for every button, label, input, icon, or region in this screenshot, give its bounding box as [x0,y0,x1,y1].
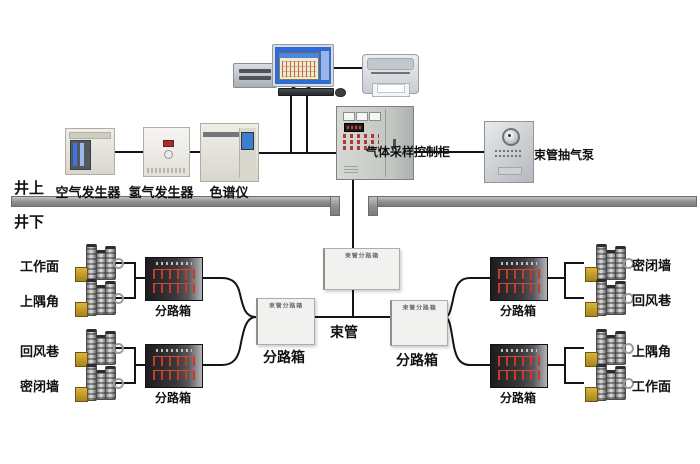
branch-box-left-top [145,257,203,301]
printer-slot [371,72,410,74]
display [343,112,355,121]
point-label-sealed-wall: 密闭墙 [20,380,60,395]
air-generator-device [65,128,115,175]
chart-window [279,53,319,80]
branch-box-right-top [490,257,548,301]
dial-center [508,134,511,137]
tube-label: 束管 [330,325,358,341]
point-label-sealed-wall: 密闭墙 [632,259,672,274]
sampling-cabinet-device [336,106,414,180]
door-split [385,109,386,177]
point-label-return-airway: 回风巷 [20,345,60,360]
valve-row [153,370,195,380]
button-row [343,140,379,144]
right-junction-label: 分路箱 [396,353,438,369]
point-label-working-face: 工作面 [20,260,60,275]
valve-row [498,356,540,366]
pump-text-line [495,150,523,152]
branch-box-label: 分路箱 [154,391,191,405]
keyboard [278,88,334,96]
branch-box-right-bottom [490,344,548,388]
box-text-marks [155,349,193,352]
branch-box-label: 分路箱 [154,304,191,318]
chromatograph-device [200,123,259,182]
divider-hook-right [368,196,378,216]
drive-slot [239,76,271,80]
hydrogen-generator-device [143,127,190,177]
blue-tube [80,143,84,166]
surface-below-label: 井下 [14,213,45,231]
junction-caption: 束管分路箱 [345,252,379,260]
point-label-return-airway: 回风巷 [632,294,672,309]
junction-caption: 束管分路箱 [269,302,303,310]
gauge-circle [164,150,173,159]
display [356,112,368,121]
door-handle [393,139,396,149]
monitor [272,44,334,87]
valve-row [153,283,195,293]
left-junction-label: 分路箱 [263,350,305,366]
sampling-filter-cluster [584,328,634,368]
sampling-filter-cluster [74,278,124,318]
branch-box-left-bottom [145,344,203,388]
valve-row [498,370,540,380]
box-text-marks [500,349,538,352]
digital-readout [344,123,364,132]
valve-row [153,269,195,279]
point-label-upper-corner: 上隅角 [20,295,60,310]
pump-plate [498,167,522,175]
box-text-marks [155,262,193,265]
computer-host [233,63,277,88]
box-text-marks [500,262,538,265]
pump-dial [502,128,520,146]
center-junction-box: 束管分路箱 [323,248,400,290]
pump-device [484,121,534,183]
device-panel [69,132,111,139]
sampling-filter-cluster [584,278,634,318]
button-row [343,146,379,150]
junction-caption: 束管分路箱 [402,304,437,312]
point-label-working-face: 工作面 [632,380,672,395]
left-junction-box: 束管分路箱 [256,298,315,345]
sampling-filter-cluster [74,243,124,283]
right-junction-box: 束管分路箱 [390,300,448,346]
mouse [335,88,346,97]
chromatograph-label: 色谱仪 [209,186,249,201]
sampling-cabinet-label: 气体采样控制柜 [366,145,451,159]
divider-hook-left [330,196,340,216]
point-label-upper-corner: 上隅角 [632,345,672,360]
waveform-plots [282,61,316,77]
pump-label: 束管抽气泵 [534,148,595,162]
branch-box-label: 分路箱 [499,304,536,318]
window-titlebar [280,54,318,58]
button-row [343,134,379,138]
surface-above-label: 井上 [14,179,45,197]
divider-bar-right [368,196,697,207]
branch-box-label: 分路箱 [499,391,536,405]
valve-row [153,356,195,366]
sampling-filter-cluster [74,328,124,368]
valve-row [498,283,540,293]
cabinet-vent [344,165,358,173]
top-band [203,132,252,137]
air-generator-label: 空气发生器 [55,186,121,201]
printer-paper [377,84,405,93]
pump-text-line [495,155,523,157]
display [369,112,381,121]
sampling-filter-cluster [74,363,124,403]
valve-row [498,269,540,279]
red-display [163,140,174,147]
drive-slot [239,69,271,73]
vent-grill [147,168,186,173]
monitor-screen [275,47,331,84]
screen-sidebar [321,51,329,80]
blue-tube [73,143,77,166]
sampling-filter-cluster [584,363,634,403]
hydrogen-generator-label: 氢气发生器 [128,186,194,201]
printer [362,54,419,97]
printer-lid [367,58,414,70]
gc-screen [241,132,254,150]
sampling-filter-cluster [584,243,634,283]
